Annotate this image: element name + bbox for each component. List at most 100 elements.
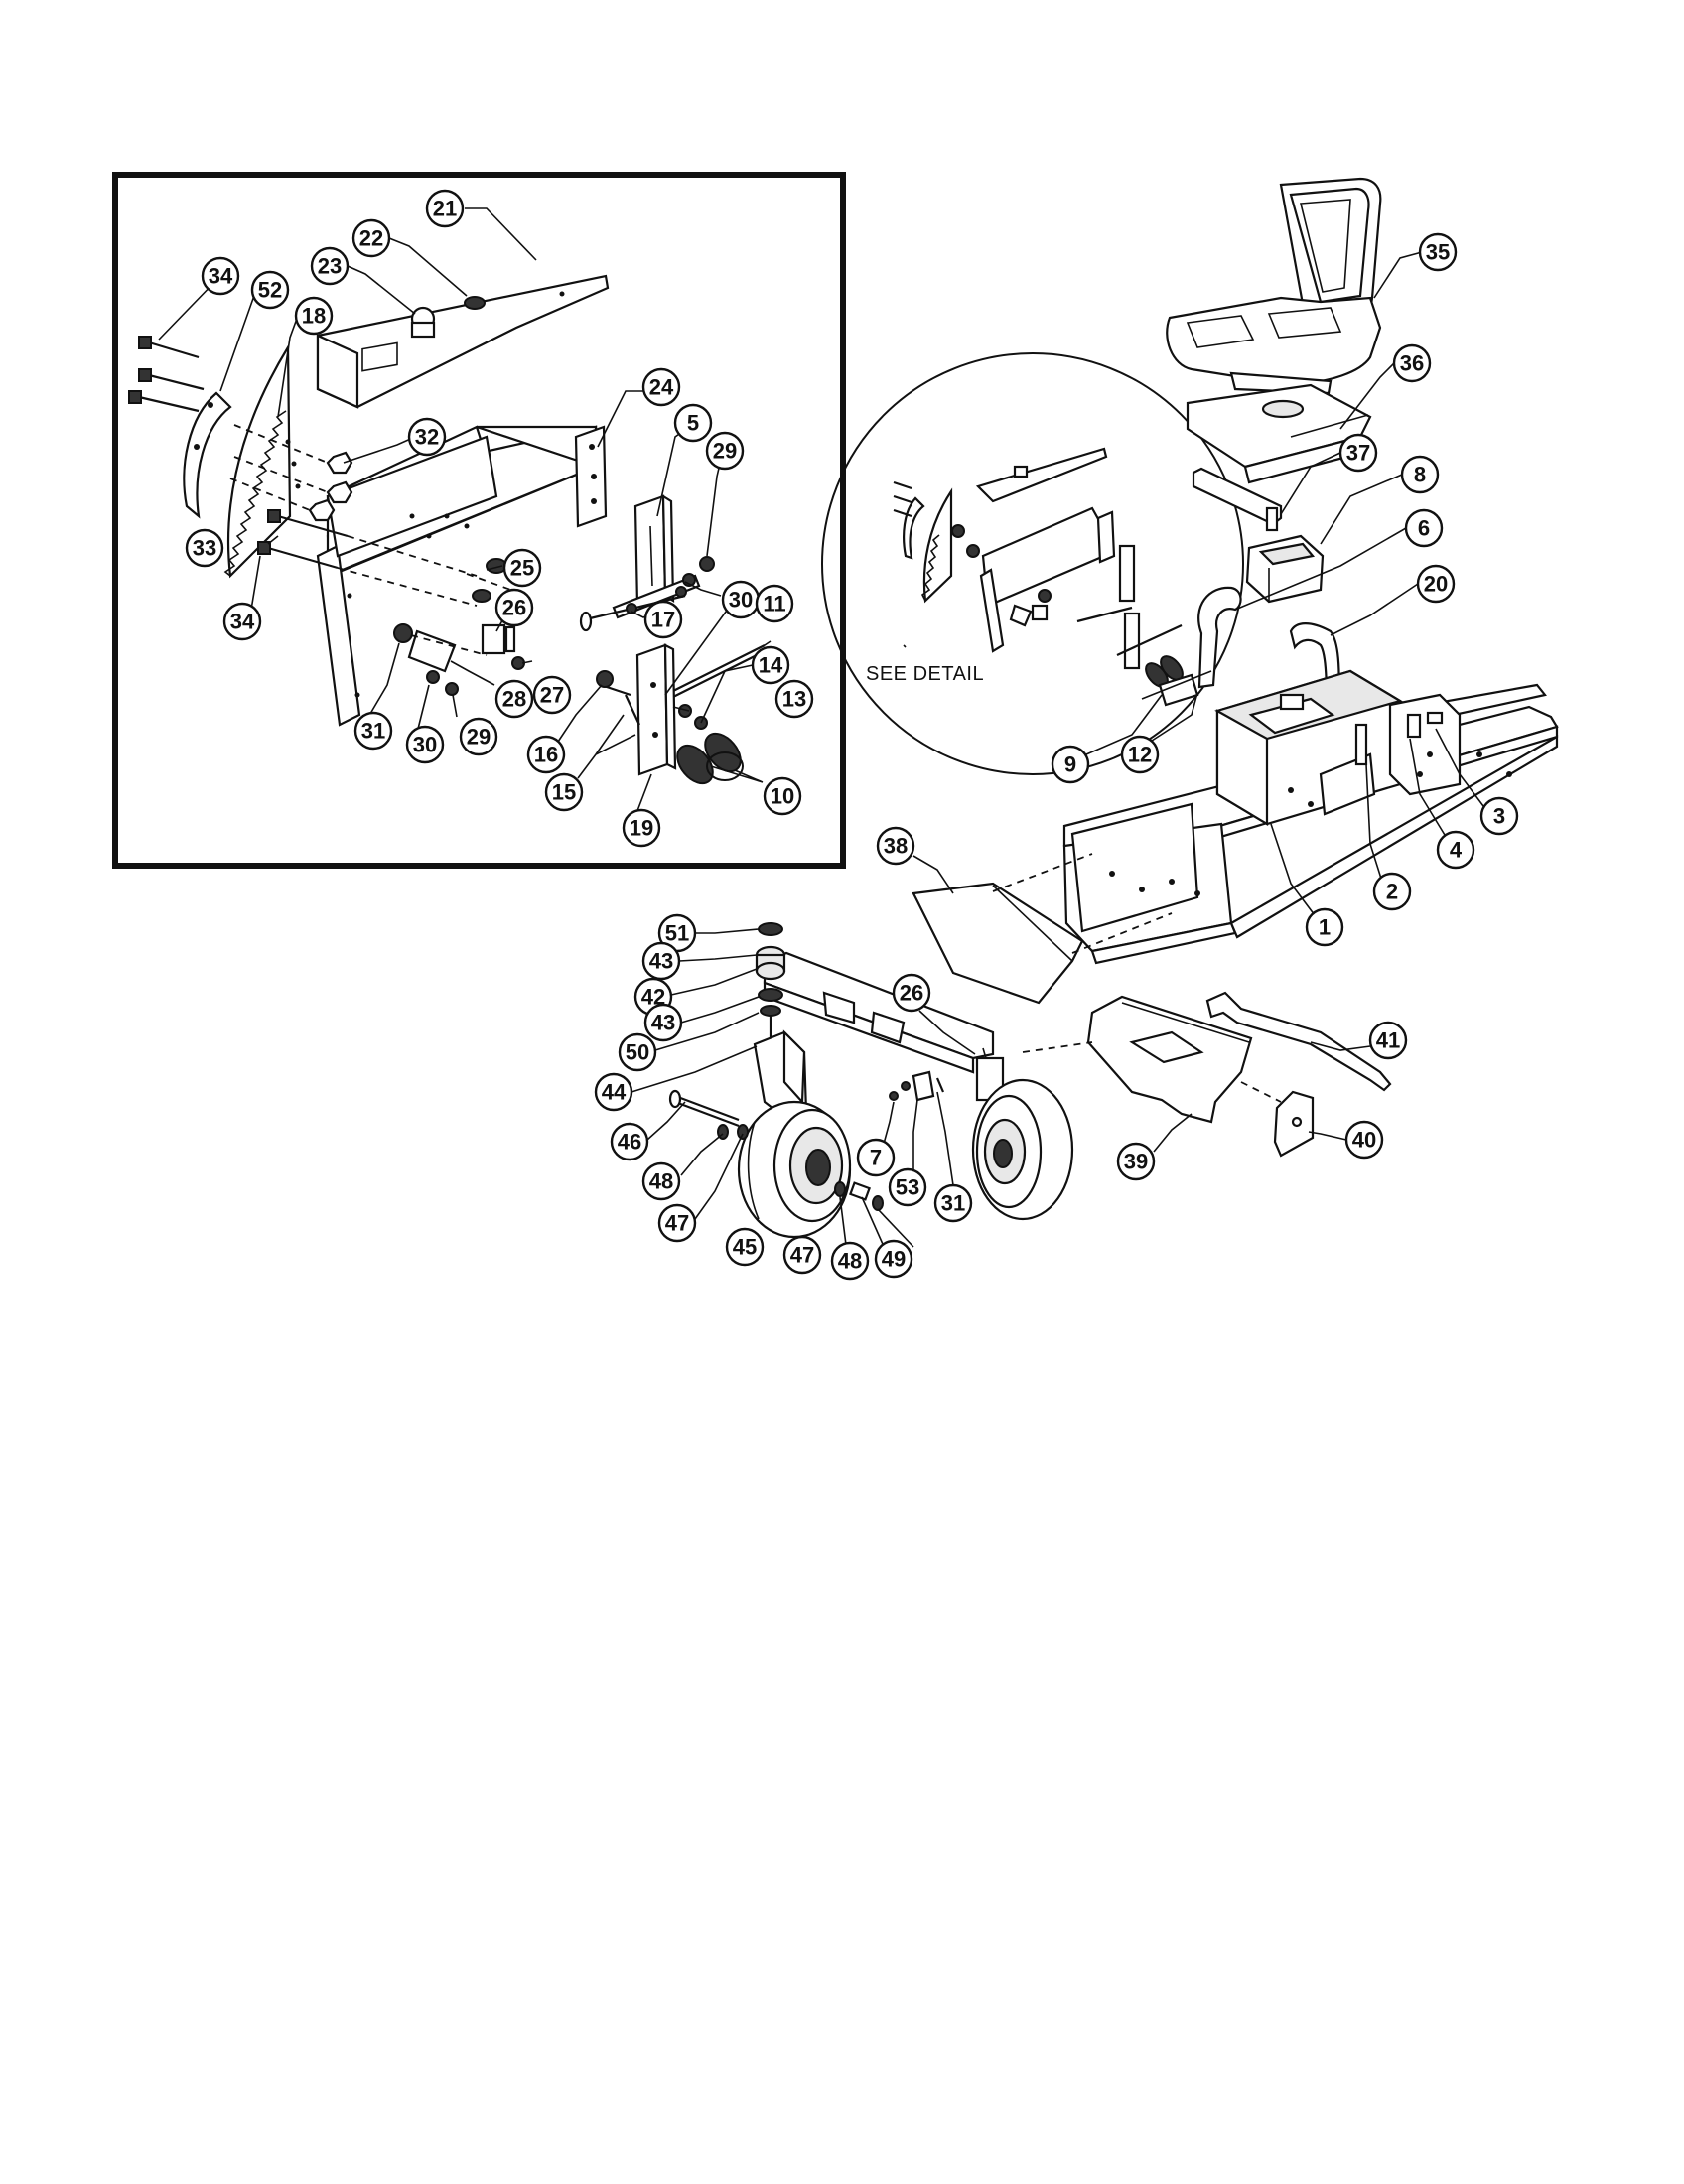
svg-text:15: 15 bbox=[552, 780, 576, 805]
callout-3: 3 bbox=[1479, 796, 1519, 836]
svg-text:34: 34 bbox=[230, 610, 255, 634]
detail-inset bbox=[112, 172, 846, 869]
svg-text:43: 43 bbox=[651, 1011, 675, 1035]
springs-10 bbox=[676, 732, 744, 785]
callout-34b: 34 bbox=[222, 602, 262, 641]
svg-text:43: 43 bbox=[649, 949, 673, 974]
rod-11 bbox=[664, 640, 772, 702]
callout-14: 14 bbox=[751, 645, 790, 685]
svg-text:23: 23 bbox=[318, 254, 342, 279]
callout-4: 4 bbox=[1436, 830, 1475, 870]
plate-38 bbox=[912, 853, 1173, 1005]
callout-12: 12 bbox=[1120, 735, 1160, 774]
svg-text:30: 30 bbox=[413, 733, 437, 757]
callout-45: 45 bbox=[725, 1227, 765, 1267]
svg-text:19: 19 bbox=[630, 816, 653, 841]
svg-text:12: 12 bbox=[1128, 743, 1152, 767]
callout-11: 11 bbox=[755, 584, 794, 623]
callout-38: 38 bbox=[876, 826, 915, 866]
svg-text:52: 52 bbox=[258, 278, 282, 303]
svg-text:20: 20 bbox=[1424, 572, 1448, 597]
svg-text:33: 33 bbox=[193, 536, 216, 561]
callout-9: 9 bbox=[1051, 745, 1090, 784]
svg-text:31: 31 bbox=[941, 1191, 965, 1216]
callout-47a: 47 bbox=[657, 1203, 697, 1243]
side-bracket-3-4 bbox=[1354, 693, 1462, 796]
svg-text:4: 4 bbox=[1450, 838, 1463, 863]
svg-text:36: 36 bbox=[1400, 351, 1424, 376]
callout-23: 23 bbox=[310, 246, 350, 286]
callout-36: 36 bbox=[1392, 343, 1432, 383]
callout-33: 33 bbox=[185, 528, 224, 568]
callout-15: 15 bbox=[544, 772, 584, 812]
svg-text:51: 51 bbox=[665, 921, 689, 946]
bolts-33-34-lower bbox=[257, 509, 478, 607]
callout-26a: 26 bbox=[494, 588, 534, 627]
leader-lines bbox=[158, 207, 1490, 1252]
svg-text:31: 31 bbox=[361, 719, 385, 744]
svg-text:18: 18 bbox=[302, 304, 326, 329]
callout-22: 22 bbox=[351, 218, 391, 258]
callout-41: 41 bbox=[1368, 1021, 1408, 1060]
callout-48a: 48 bbox=[641, 1161, 681, 1201]
callout-6: 6 bbox=[1404, 508, 1444, 548]
callout-8: 8 bbox=[1400, 455, 1440, 494]
svg-text:29: 29 bbox=[467, 725, 491, 750]
pivot-stack bbox=[755, 922, 786, 1052]
spindle-44 bbox=[753, 1029, 808, 1124]
svg-text:50: 50 bbox=[626, 1040, 649, 1065]
tray-8 bbox=[1245, 534, 1325, 604]
callout-17: 17 bbox=[643, 600, 683, 639]
callout-2: 2 bbox=[1372, 872, 1412, 911]
svg-text:38: 38 bbox=[884, 834, 908, 859]
svg-text:25: 25 bbox=[510, 556, 534, 581]
vertical-channel-5 bbox=[612, 493, 701, 619]
svg-text:29: 29 bbox=[713, 439, 737, 464]
svg-text:48: 48 bbox=[649, 1169, 673, 1194]
svg-text:14: 14 bbox=[759, 653, 783, 678]
svg-text:6: 6 bbox=[1418, 516, 1430, 541]
latch-assembly-28 bbox=[393, 623, 525, 696]
callout-29b: 29 bbox=[459, 717, 498, 756]
callout-26b: 26 bbox=[892, 973, 931, 1013]
nuts-32 bbox=[229, 424, 353, 522]
svg-text:47: 47 bbox=[665, 1211, 689, 1236]
callout-1: 1 bbox=[1305, 907, 1344, 947]
svg-text:39: 39 bbox=[1124, 1150, 1148, 1174]
svg-text:48: 48 bbox=[838, 1249, 862, 1274]
svg-text:9: 9 bbox=[1064, 752, 1076, 777]
wheel-45-left bbox=[737, 1100, 852, 1239]
callout-52: 52 bbox=[250, 270, 290, 310]
detail-magnifier: SEE DETAIL bbox=[821, 352, 1244, 775]
svg-text:40: 40 bbox=[1352, 1128, 1376, 1153]
svg-text:22: 22 bbox=[359, 226, 383, 251]
svg-text:16: 16 bbox=[534, 743, 558, 767]
axle-26 bbox=[763, 951, 995, 1083]
bracket-housing bbox=[316, 425, 608, 727]
callout-19: 19 bbox=[622, 808, 661, 848]
svg-text:24: 24 bbox=[649, 375, 674, 400]
handle-6 bbox=[1197, 586, 1242, 689]
hardware-13-14 bbox=[678, 704, 708, 730]
svg-text:2: 2 bbox=[1386, 880, 1398, 904]
callout-21: 21 bbox=[425, 189, 465, 228]
callouts: 21 22 23 34 52 18 24 32 5 29 33 34 25 26… bbox=[185, 189, 1519, 1281]
callout-44: 44 bbox=[594, 1072, 633, 1112]
svg-text:28: 28 bbox=[502, 687, 526, 712]
callout-30a: 30 bbox=[721, 580, 761, 619]
svg-text:5: 5 bbox=[687, 411, 699, 436]
svg-text:13: 13 bbox=[782, 687, 806, 712]
hardware-29-30-right bbox=[675, 556, 715, 598]
callout-13: 13 bbox=[774, 679, 814, 719]
callout-53: 53 bbox=[888, 1167, 927, 1207]
callout-30b: 30 bbox=[405, 725, 445, 764]
callout-31a: 31 bbox=[353, 711, 393, 751]
svg-text:34: 34 bbox=[209, 264, 233, 289]
hardware-9-12 bbox=[1141, 670, 1212, 707]
callout-50: 50 bbox=[618, 1032, 657, 1072]
callout-40: 40 bbox=[1344, 1120, 1384, 1160]
top-cover-plate bbox=[316, 274, 610, 409]
lower-post-19 bbox=[596, 643, 677, 776]
svg-text:45: 45 bbox=[733, 1235, 757, 1260]
